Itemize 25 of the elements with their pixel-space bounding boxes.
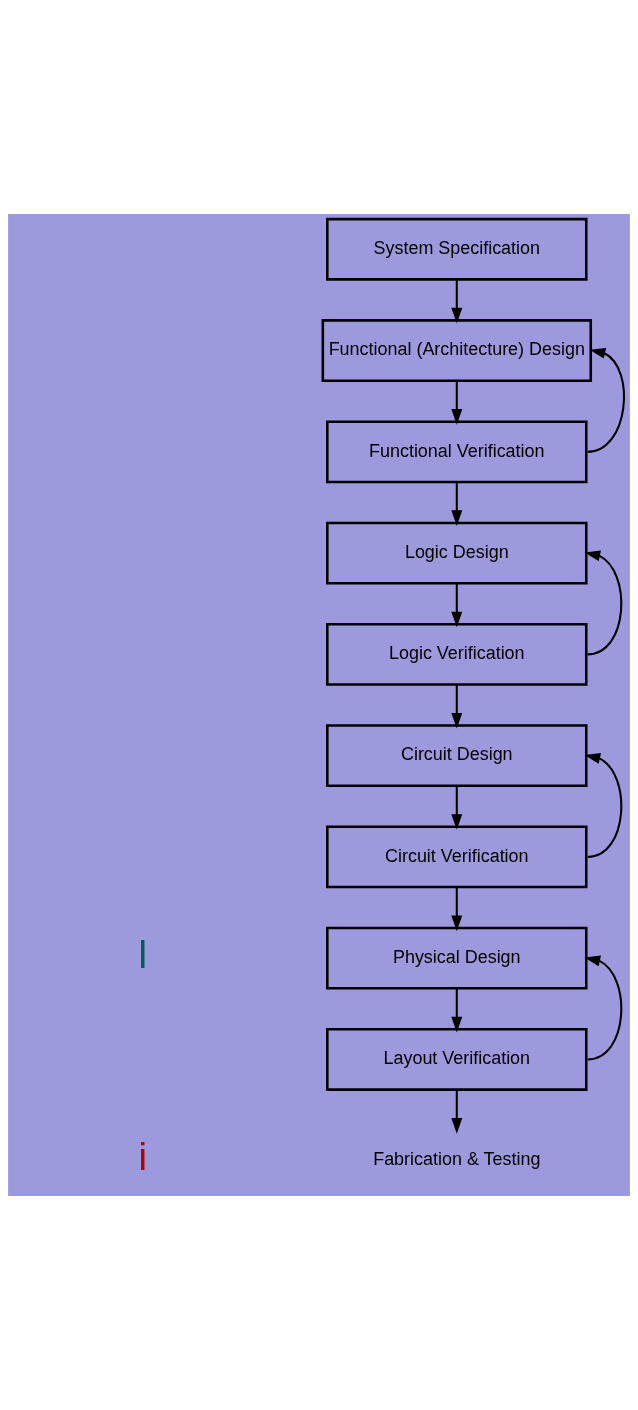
arrow bbox=[584, 550, 623, 656]
arrow bbox=[451, 583, 463, 628]
label: l bbox=[138, 932, 147, 976]
node-text: Fabrication & Testing bbox=[373, 1149, 541, 1170]
node-box: Functional (Architecture) Design bbox=[321, 319, 593, 382]
arrow bbox=[451, 380, 463, 425]
arrow bbox=[451, 988, 463, 1033]
arrow bbox=[451, 279, 463, 324]
node-box: Circuit Verification bbox=[326, 825, 588, 889]
label: i bbox=[138, 1135, 147, 1179]
arrow bbox=[451, 684, 463, 729]
node-box: Physical Design bbox=[326, 926, 588, 990]
node-box: System Specification bbox=[326, 217, 588, 281]
node-box: Circuit Design bbox=[326, 724, 588, 788]
node-box: Logic Design bbox=[326, 521, 588, 585]
arrow bbox=[584, 752, 623, 858]
arrow bbox=[451, 1089, 463, 1134]
node-box: Functional Verification bbox=[326, 420, 588, 484]
arrow bbox=[451, 887, 463, 932]
arrow bbox=[451, 786, 463, 830]
arrow bbox=[587, 347, 625, 453]
arrow bbox=[584, 955, 623, 1061]
arrow bbox=[451, 482, 463, 527]
node-box: Layout Verification bbox=[326, 1028, 588, 1091]
node-box: Logic Verification bbox=[326, 622, 588, 686]
